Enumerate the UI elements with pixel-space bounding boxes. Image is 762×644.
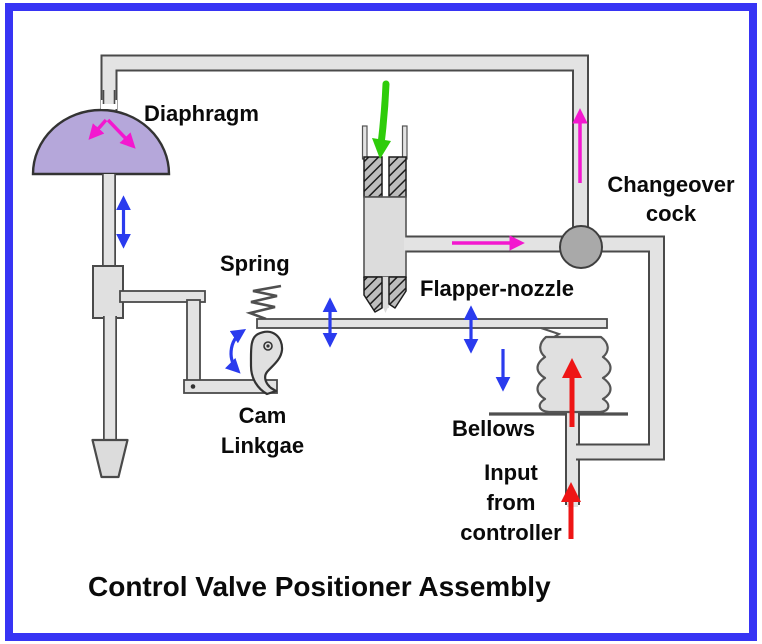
label-diaphragm: Diaphragm [144,101,259,126]
flapper-bar [256,318,608,329]
diagram-title: Control Valve Positioner Assembly [88,571,551,602]
label-cam-linkage: Cam Linkgae [205,401,320,461]
label-cam-line1: Cam [238,403,287,428]
label-input-from-controller: Input from controller [443,458,579,548]
valve-stem [92,174,124,443]
label-flapper-nozzle: Flapper-nozzle [420,276,575,301]
pipe-cock-to-input [572,235,665,461]
green-supply-arrow [372,80,391,159]
label-input-line3: controller [460,520,562,545]
cam [249,330,284,396]
label-changeover-line1: Changeover [607,172,735,197]
diaphragm-dome [31,90,171,176]
pipe-diaphragm-supply [100,54,589,247]
label-spring: Spring [220,251,290,276]
label-changeover-line2: cock [645,201,697,226]
label-changeover-cock: Changeover cock [586,170,756,228]
nozzle-assembly [361,125,408,313]
cam-rotation-arrow [224,328,247,374]
diaphragm-pressure-arrows [88,118,136,149]
motion-arrows [116,195,511,392]
label-cam-line2: Linkgae [220,433,305,458]
spring-coil [245,284,282,321]
label-input-line1: Input [484,460,538,485]
valve-plug [91,438,129,479]
label-bellows: Bellows [452,416,536,441]
changeover-cock-body [559,225,603,269]
frame-border [5,3,757,641]
label-input-line2: from [486,490,536,515]
